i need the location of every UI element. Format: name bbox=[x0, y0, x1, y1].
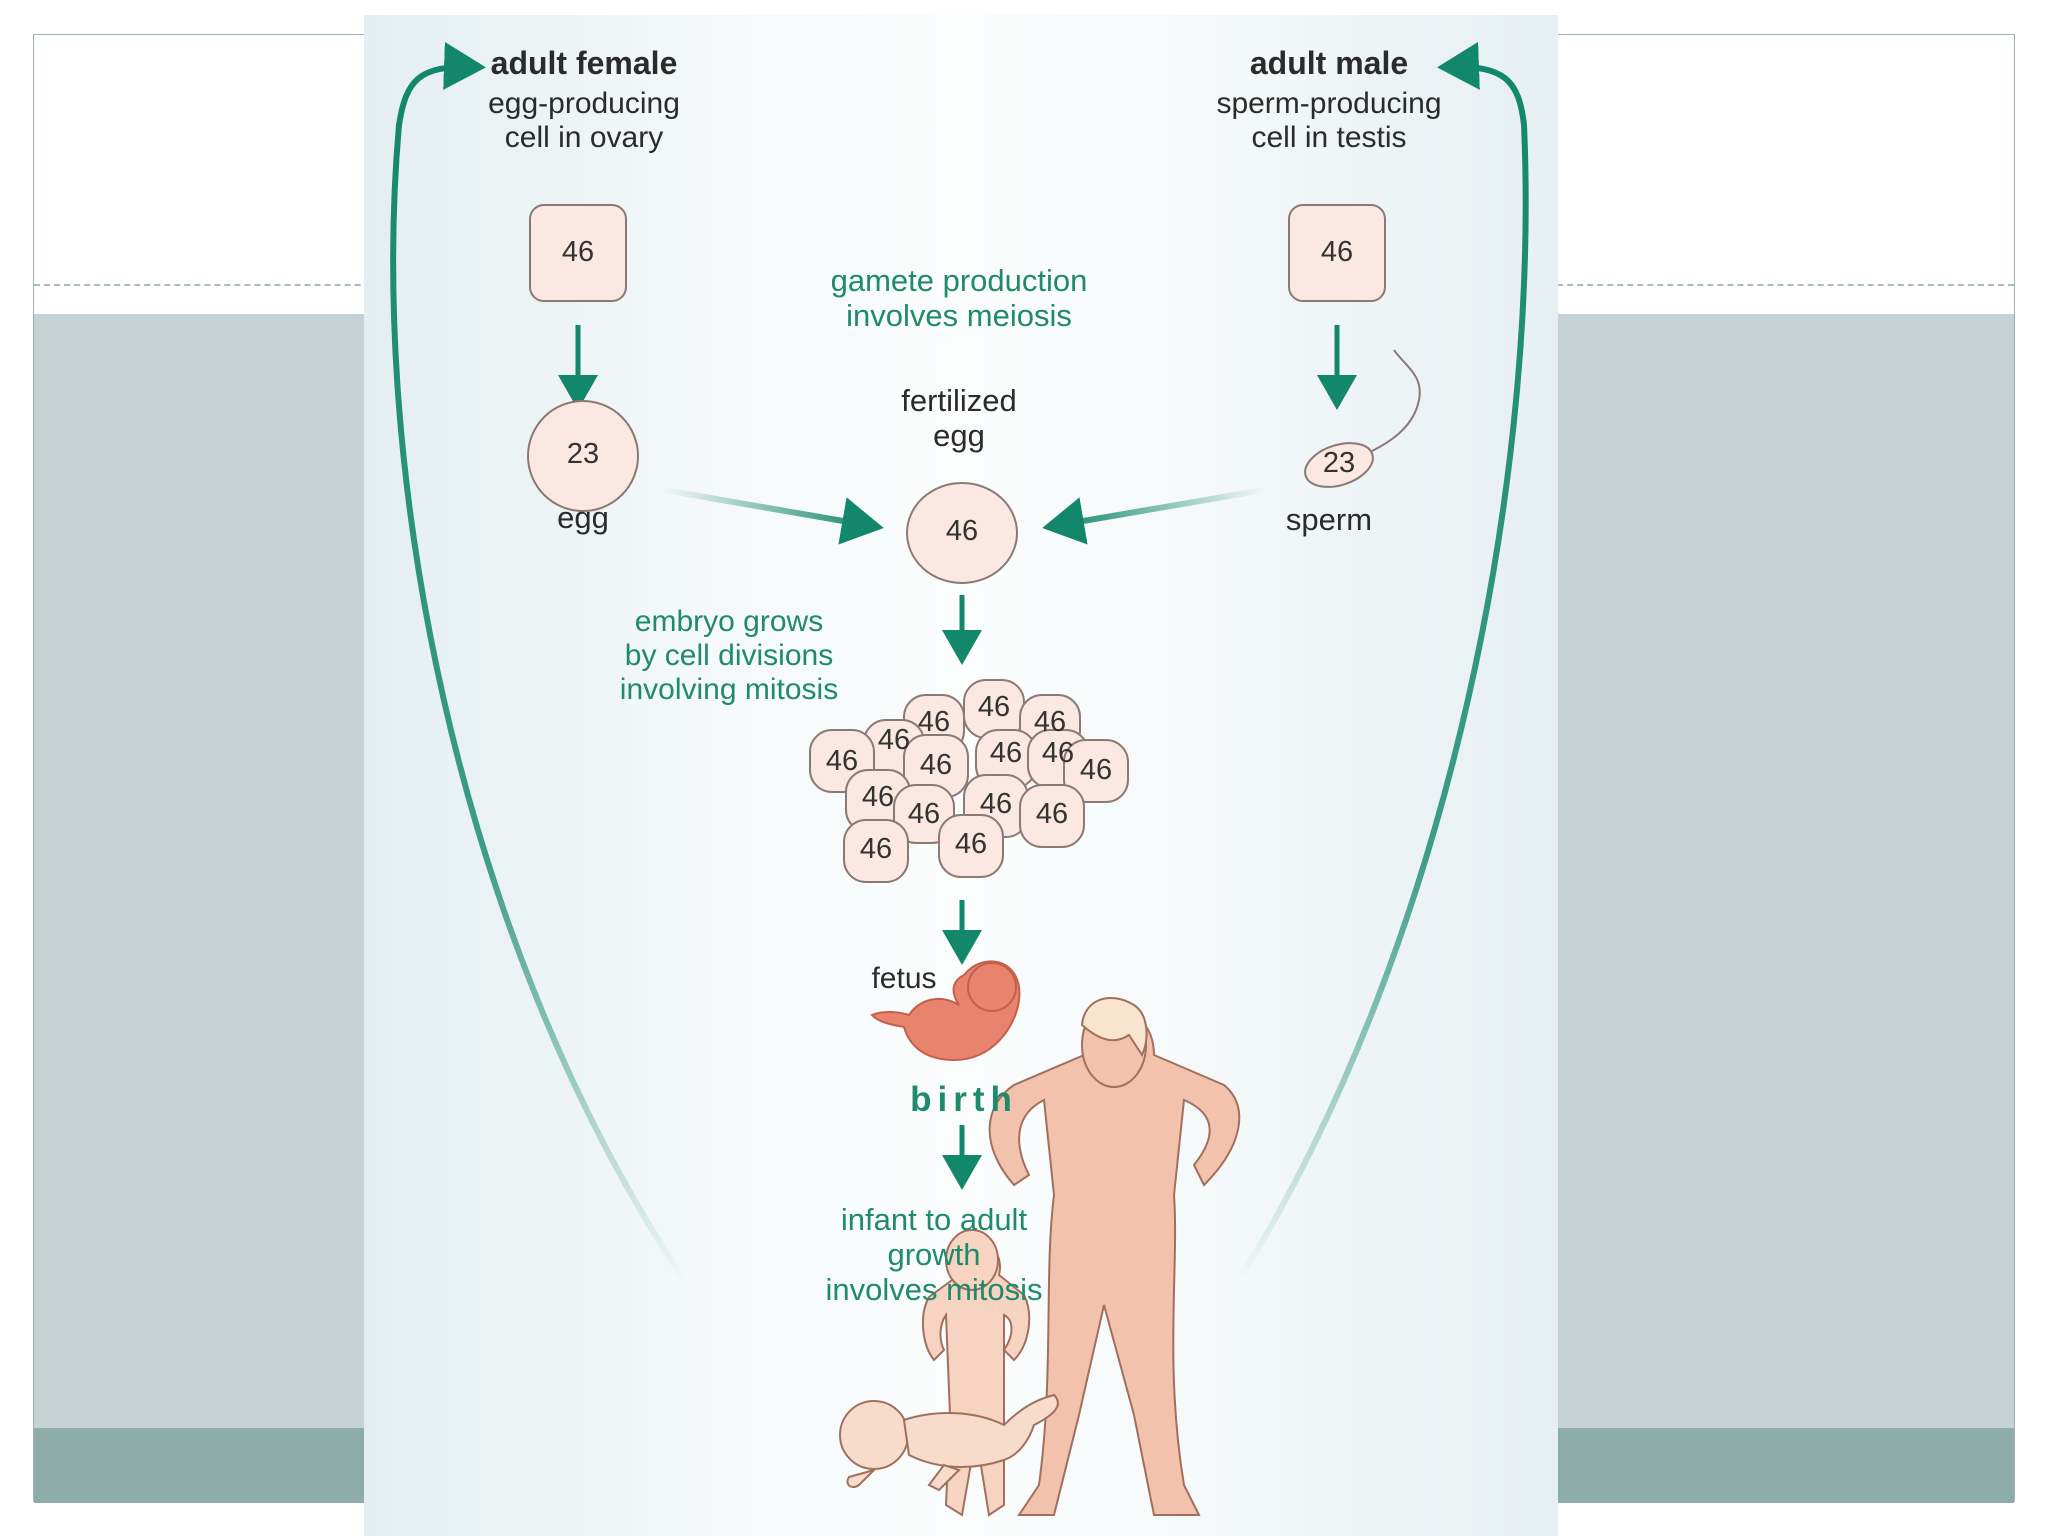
arrow-sperm-to-zygote bbox=[1042, 487, 1265, 545]
egg-label: egg bbox=[557, 500, 609, 535]
birth-label: birth bbox=[910, 1080, 1018, 1119]
infant-human-illustration bbox=[839, 1393, 1059, 1492]
cluster-cell-count: 46 bbox=[919, 749, 953, 781]
loop-arrow-left bbox=[390, 41, 687, 1282]
cluster-cell-count: 46 bbox=[1035, 798, 1069, 830]
cluster-cell-count: 46 bbox=[877, 724, 911, 756]
male-cell-count: 46 bbox=[1320, 236, 1354, 268]
fetus-illustration bbox=[870, 960, 1021, 1062]
cluster-cell-count: 46 bbox=[1041, 737, 1075, 769]
embryo-growth-note: embryo grows by cell divisions involving… bbox=[619, 605, 839, 706]
cluster-cell-count: 46 bbox=[989, 737, 1023, 769]
cluster-cell-count: 46 bbox=[825, 745, 859, 777]
cluster-cell-count: 46 bbox=[917, 706, 951, 738]
arrow-egg-to-zygote bbox=[663, 487, 884, 545]
growth-note: infant to adult growth involves mitosis bbox=[825, 1202, 1043, 1308]
gamete-production-note: gamete production involves meiosis bbox=[830, 263, 1088, 334]
sperm-cell bbox=[1304, 349, 1421, 488]
sperm-label: sperm bbox=[1285, 502, 1373, 537]
sperm-cell-count: 23 bbox=[1322, 447, 1356, 479]
fetus-label: fetus bbox=[871, 962, 937, 995]
female-cell-count: 46 bbox=[561, 236, 595, 268]
fertilized-egg-cell bbox=[906, 482, 1018, 584]
loop-arrow-right bbox=[1236, 41, 1529, 1282]
cluster-cell-count: 46 bbox=[1079, 754, 1113, 786]
male-cell-description: sperm-producing cell in testis bbox=[1216, 87, 1442, 154]
cluster-cell-count: 46 bbox=[907, 798, 941, 830]
egg-cell bbox=[527, 400, 639, 512]
cluster-cell-count: 46 bbox=[1033, 706, 1067, 738]
cluster-cell-count: 46 bbox=[979, 788, 1013, 820]
egg-cell-count: 23 bbox=[566, 438, 600, 470]
embryo-cell-cluster bbox=[809, 679, 1129, 883]
cluster-cell-count: 46 bbox=[954, 828, 988, 860]
diagram-graphics bbox=[390, 41, 1529, 1517]
cluster-cell-count: 46 bbox=[861, 781, 895, 813]
cluster-cell-count: 46 bbox=[977, 691, 1011, 723]
adult-human-illustration bbox=[988, 996, 1241, 1516]
life-cycle-diagram: adult female egg-producing cell in ovary… bbox=[364, 15, 1558, 1536]
female-cell-description: egg-producing cell in ovary bbox=[488, 87, 680, 154]
fertilized-egg-label: fertilized egg bbox=[901, 383, 1017, 454]
fertilized-egg-count: 46 bbox=[945, 515, 979, 547]
male-testis-cell bbox=[1288, 204, 1386, 302]
adult-female-title: adult female bbox=[490, 45, 678, 81]
cluster-cell-count: 46 bbox=[859, 833, 893, 865]
female-ovary-cell bbox=[529, 204, 627, 302]
adult-male-title: adult male bbox=[1249, 45, 1409, 81]
